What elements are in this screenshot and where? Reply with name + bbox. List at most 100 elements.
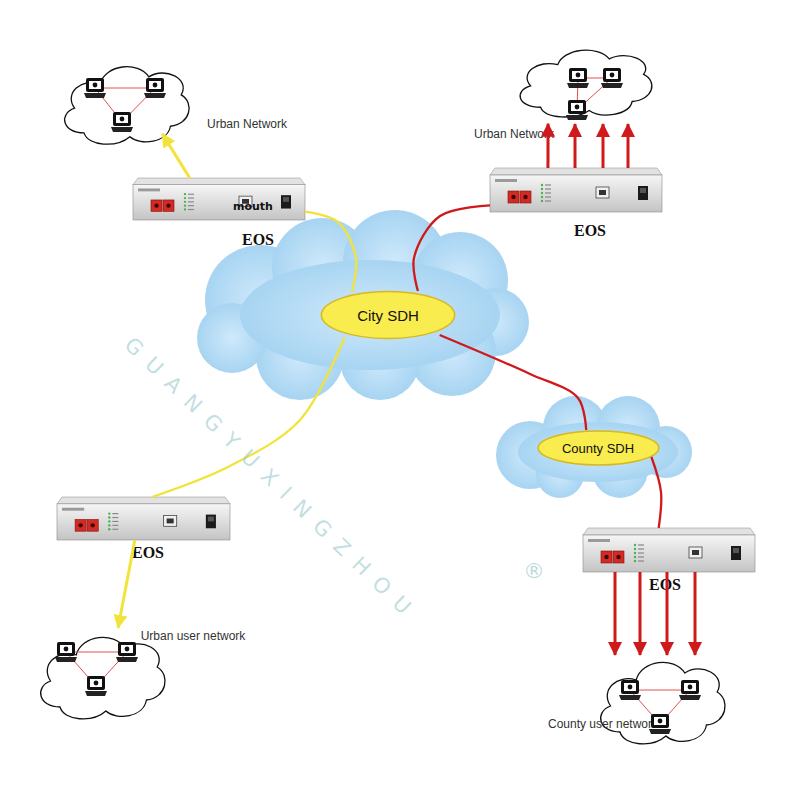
- model-plate: [138, 189, 160, 192]
- cloud-outline: [512, 40, 655, 122]
- status-led: [634, 548, 636, 550]
- cloud-shape: [601, 662, 725, 744]
- cloud-shape: [41, 637, 165, 719]
- laptop-icon: [144, 78, 166, 98]
- network-cloud: Urban Network: [57, 55, 192, 150]
- led-legend-mark: [112, 529, 118, 530]
- eos-device: EOS: [490, 168, 662, 212]
- lan-triangle: [66, 652, 127, 686]
- flow-arrow: [627, 124, 630, 168]
- status-led: [108, 520, 110, 522]
- status-led: [634, 560, 636, 562]
- cloud-outline: [593, 650, 728, 750]
- device-front: [57, 504, 230, 540]
- power-switch: [638, 186, 648, 200]
- fiber-core: [523, 195, 527, 199]
- rj45-port: [596, 187, 609, 198]
- laptop-icon: [601, 68, 623, 88]
- rj45-port: [689, 547, 702, 558]
- device-label: EOS: [574, 222, 606, 240]
- device-body: [57, 497, 230, 540]
- power-switch: [206, 515, 216, 529]
- led-legend-mark: [112, 525, 118, 526]
- device-label: EOS: [242, 231, 274, 249]
- led-legend-mark: [545, 200, 551, 201]
- data-flow-arrows: [575, 124, 695, 655]
- lan-links: [66, 78, 690, 724]
- flow-arrow: [162, 134, 189, 178]
- switch-rocker: [640, 188, 646, 193]
- device-body: [133, 178, 305, 220]
- status-led: [184, 208, 186, 210]
- led-legend-mark: [112, 513, 118, 514]
- led-legend-mark: [112, 521, 118, 522]
- led-legend-mark: [638, 556, 644, 557]
- fiber-port: [601, 551, 612, 563]
- status-led: [541, 184, 543, 186]
- laptop-icon: [619, 680, 641, 700]
- fiber-core: [90, 523, 94, 527]
- fiber-core: [604, 555, 608, 559]
- sdh-shape: [321, 292, 454, 339]
- county-cloud: [496, 396, 692, 498]
- network-label: County user network: [548, 717, 658, 731]
- status-led: [184, 201, 186, 203]
- sdh-shape: [538, 431, 659, 465]
- cloud-outline: [57, 55, 192, 150]
- device-top: [583, 528, 755, 535]
- status-led: [634, 556, 636, 558]
- rj45-port: [239, 196, 252, 207]
- rj45-jack: [692, 550, 699, 555]
- status-led: [108, 524, 110, 526]
- network-label: Urban Network: [207, 117, 287, 131]
- fiber-core: [154, 204, 158, 208]
- lan-triangle: [630, 690, 690, 724]
- device-front: [490, 175, 662, 212]
- laptop-icon: [567, 68, 589, 88]
- led-legend-mark: [545, 192, 551, 193]
- switch-rocker: [283, 197, 289, 202]
- device-label: EOS: [132, 544, 164, 562]
- sdh-ellipse: County SDH: [537, 430, 660, 466]
- fiber-core: [511, 195, 515, 199]
- model-plate: [588, 539, 610, 542]
- led-legend-mark: [188, 205, 194, 206]
- laptop-icon: [111, 112, 133, 132]
- fiber-port: [520, 191, 531, 203]
- fiber-port: [75, 519, 86, 531]
- power-switch: [281, 195, 291, 208]
- laptops: [55, 68, 701, 734]
- cloud-core: [240, 260, 500, 370]
- fiber-link: [413, 205, 490, 291]
- flow-arrow: [666, 572, 669, 655]
- network-label: Urban Network: [474, 127, 554, 141]
- status-led: [108, 528, 110, 530]
- switch-rocker: [733, 548, 739, 553]
- status-led: [541, 188, 543, 190]
- fiber-port: [151, 200, 162, 211]
- led-legend-mark: [188, 201, 194, 202]
- laptop-icon: [85, 676, 107, 696]
- flow-arrow: [118, 540, 135, 628]
- status-led: [541, 200, 543, 202]
- fiber-core: [78, 523, 82, 527]
- led-legend-mark: [188, 197, 194, 198]
- fiber-link: [651, 457, 661, 528]
- city-cloud: [197, 210, 529, 400]
- flow-arrow: [639, 572, 642, 655]
- model-plate: [62, 508, 84, 511]
- device-body: [583, 528, 755, 572]
- status-led: [184, 197, 186, 199]
- status-led: [634, 544, 636, 546]
- led-legend-mark: [188, 209, 194, 210]
- laptop-icon: [55, 642, 77, 662]
- rj45-jack: [599, 190, 606, 195]
- watermark-text: GUANGYUXINGZHOU: [120, 333, 424, 628]
- network-label: Urban user network: [141, 629, 246, 643]
- eos-device: EOS: [583, 528, 755, 572]
- led-legend-mark: [638, 560, 644, 561]
- watermark-mark: ®: [523, 558, 545, 583]
- device-top: [490, 168, 662, 175]
- led-legend-mark: [188, 194, 194, 195]
